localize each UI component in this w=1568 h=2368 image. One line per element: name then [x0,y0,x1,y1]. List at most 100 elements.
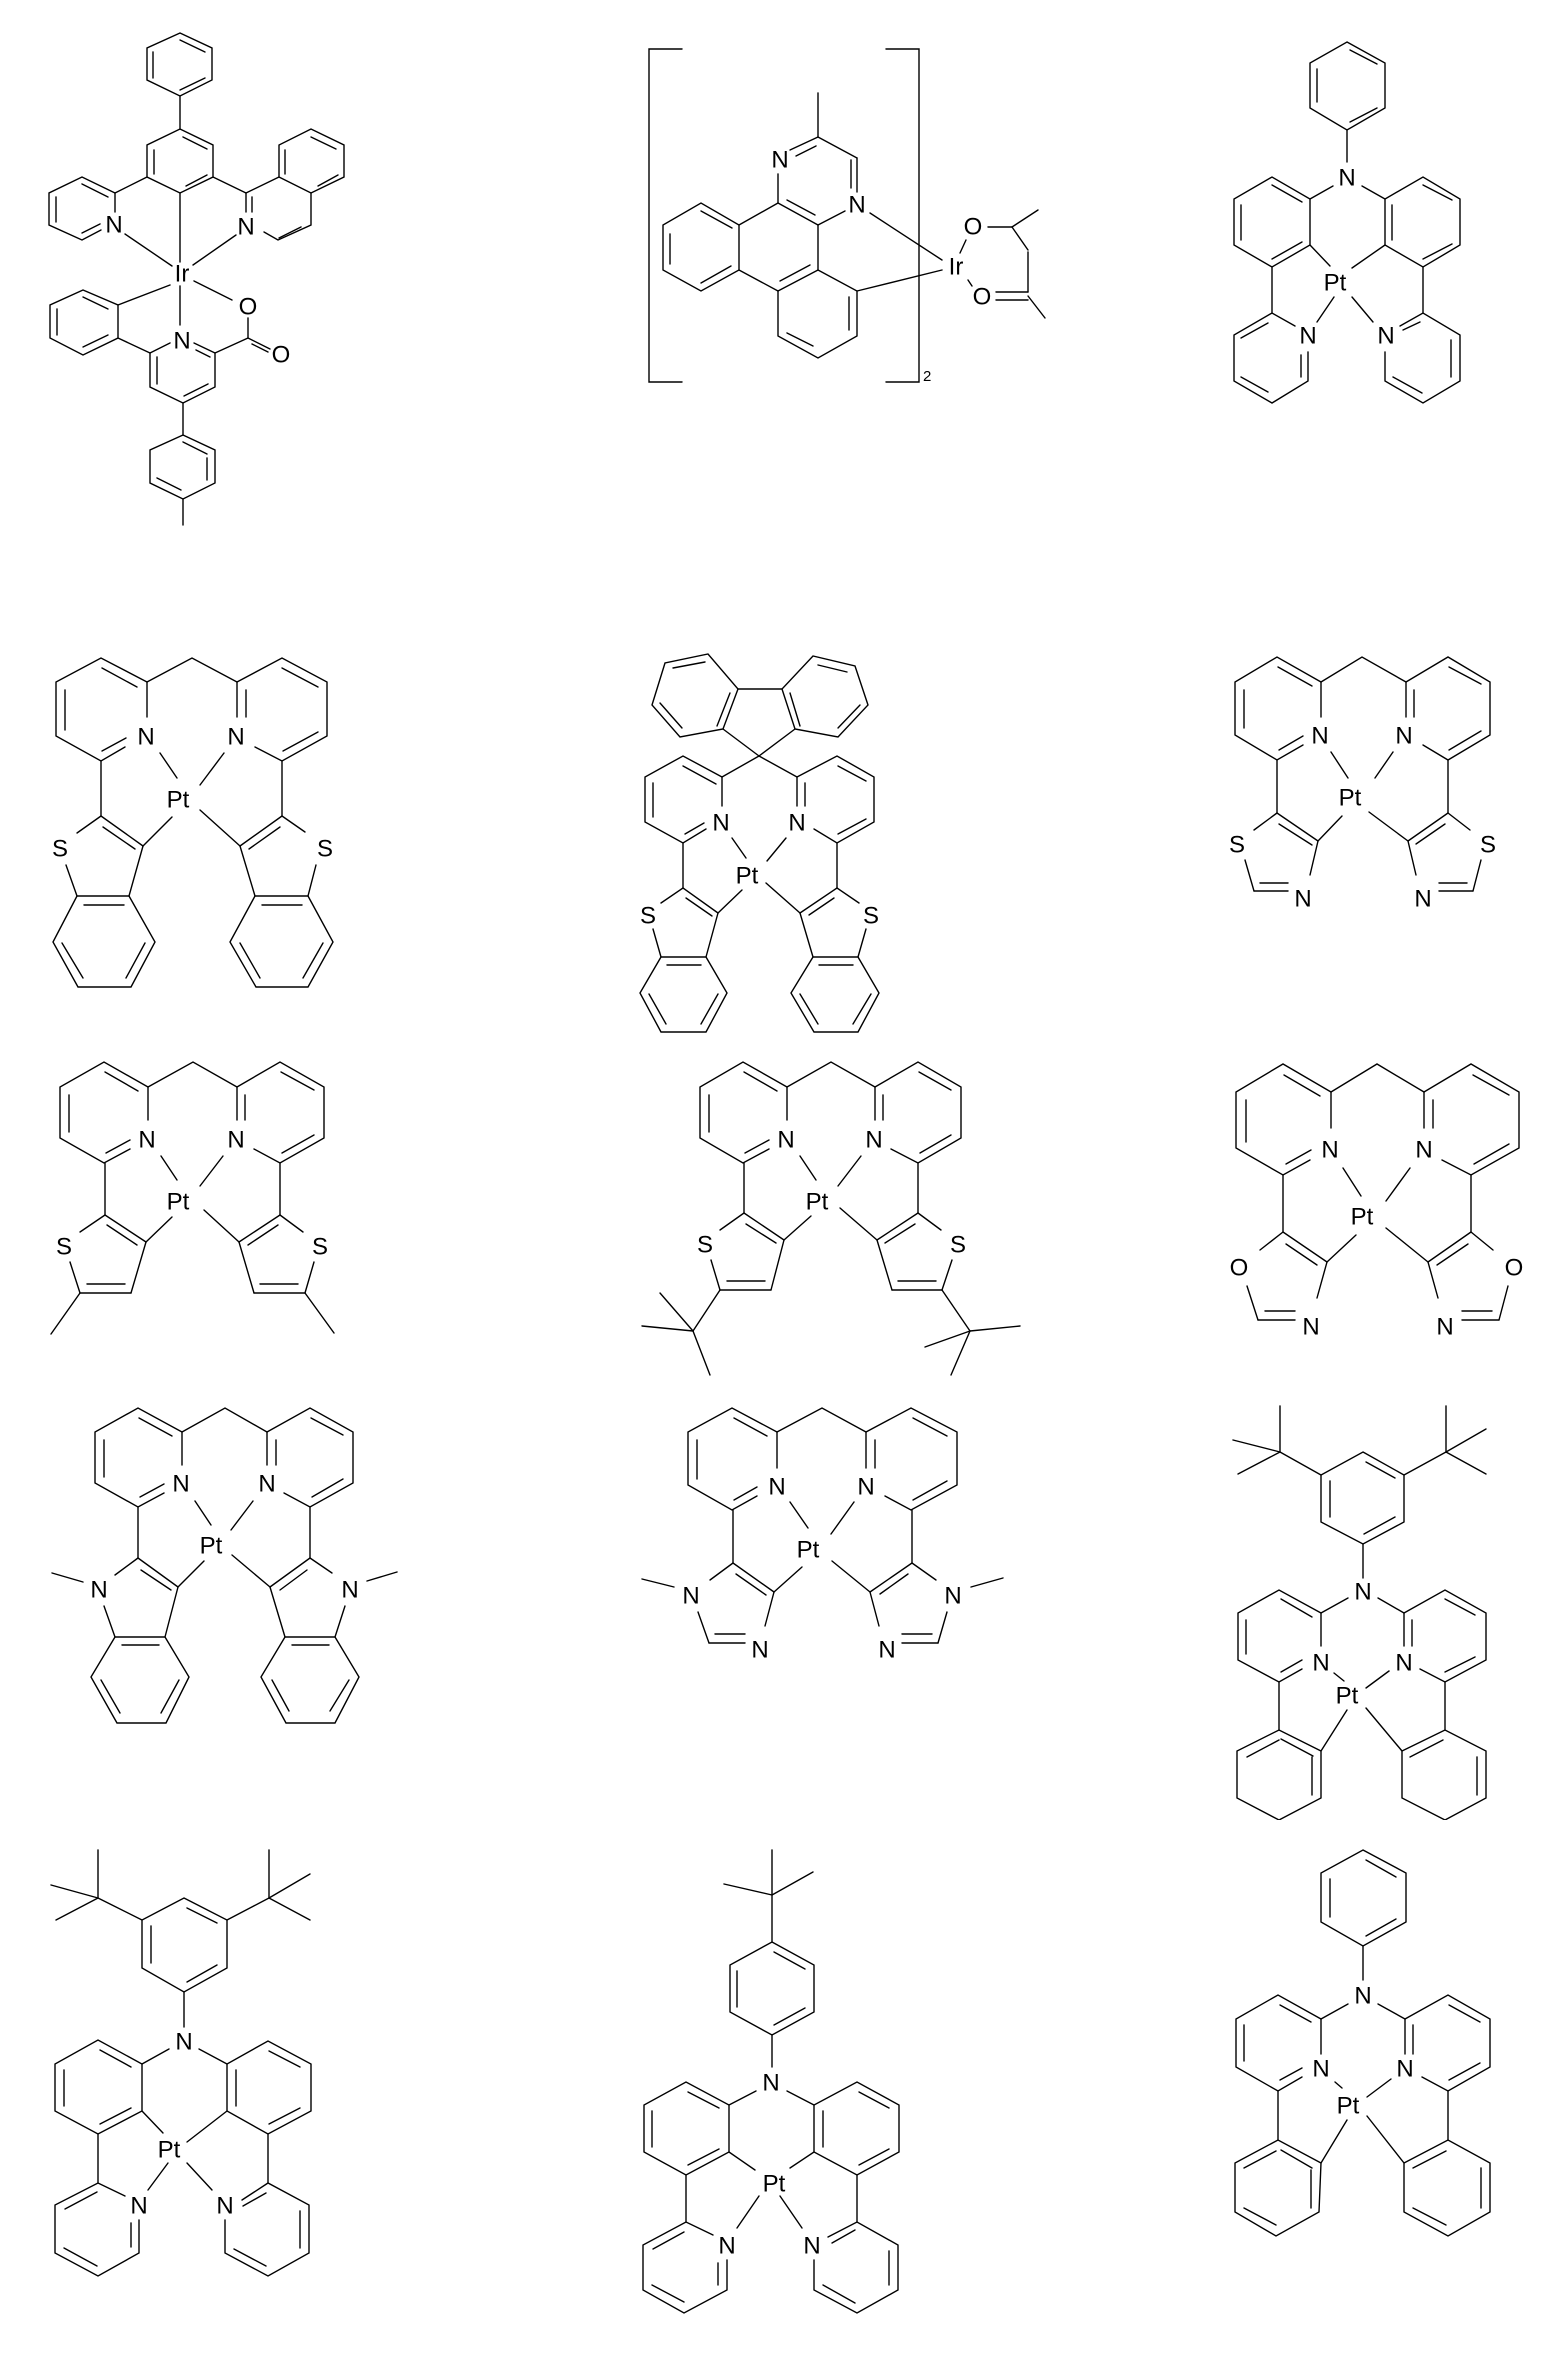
atom-n-bridge: N [1354,1579,1371,1606]
atom-n-right: N [1395,1650,1412,1677]
atom-s-right: S [312,1234,328,1261]
atom-s-left: S [697,1232,713,1259]
atom-o-single: O [239,294,258,321]
atom-o-double: O [272,342,291,369]
compound-9-pt-oxazole: N N Pt O N O N [1140,1040,1560,1380]
atom-n-ring-left: N [90,1577,107,1604]
compound-6-structure: N N Pt S N S N [1229,656,1496,913]
atom-n-left: N [718,2233,735,2260]
atom-s-left: S [56,1234,72,1261]
compound-6-pt-thiazole: N N Pt S N S N [1140,620,1560,1020]
compound-1-structure: N N Ir N O O [48,32,345,526]
atom-n-left: N [1312,2056,1329,2083]
compound-11-structure: N N Pt N N N N [641,1407,1004,1664]
compound-3-structure: N Pt N N [1233,41,1461,404]
atom-n-ring-right: N [1436,1314,1453,1341]
atom-n-left: N [768,1474,785,1501]
compound-11-pt-methylimidazole: N N Pt N N N N [600,1380,1040,1680]
atom-pt: Pt [167,787,190,814]
atom-s-right: S [863,903,879,930]
atom-n-bridge: N [1354,1983,1371,2010]
compound-14-structure: N Pt N N [642,1849,900,2314]
compound-7-structure: N N Pt S S [50,1061,335,1335]
atom-n-right: N [258,1471,275,1498]
atom-o-top: O [964,214,983,241]
atom-n-right: N [857,1474,874,1501]
atom-n-right: N [1396,2056,1413,2083]
atom-ir: Ir [175,261,190,288]
atom-n-right: N [227,724,244,751]
atom-n-ring-right: N [1414,886,1431,913]
atom-o-bottom: O [973,284,992,311]
atom-n-left: N [712,810,729,837]
compound-2-ir-acac-complex: 2 N N Ir O O [600,20,1060,420]
atom-pt: Pt [1324,270,1347,297]
compound-1-ir-complex: N N Ir N O O [0,0,520,620]
atom-n-right: N [1395,723,1412,750]
atom-s-right: S [1480,832,1496,859]
subscript-2: 2 [923,368,931,385]
atom-n-right: N [227,1127,244,1154]
atom-n-methyl-left: N [682,1583,699,1610]
atom-n-right: N [216,2193,233,2220]
atom-n-left: N [1321,1137,1338,1164]
atom-n-bridge: N [1338,165,1355,192]
atom-n-right: N [237,214,254,241]
atom-n-left: N [1299,323,1316,350]
compound-4-structure: N N Pt S S [52,657,334,988]
compound-12-pt-ditbuphenyl-dipyridylamine: N N N Pt [1140,1380,1560,1820]
compound-8-pt-tbutylthiophene: N N Pt S S [600,1040,1040,1380]
compound-14-pt-tbuphenyl: N Pt N N [600,1820,1040,2368]
compound-5-pt-spirofluorene: N N Pt S S [560,620,1020,1040]
compound-13-structure: N Pt N N [50,1849,312,2277]
compound-9-structure: N N Pt O N O N [1230,1063,1524,1341]
bracket-left [648,48,683,383]
compound-10-structure: N N Pt N N [51,1407,398,1724]
atom-n-left: N [137,724,154,751]
atom-n-top: N [771,147,788,174]
compound-3-pt-complex: N Pt N N [1140,0,1560,420]
bracket-right [885,48,920,383]
atom-n-ring-right: N [341,1577,358,1604]
atom-n-left: N [105,212,122,239]
atom-pt: Pt [1336,1683,1359,1710]
atom-n-ring-left: N [1302,1314,1319,1341]
atom-pt: Pt [1339,785,1362,812]
atom-pt: Pt [736,863,759,890]
atom-n-right: N [1377,323,1394,350]
atom-n-right: N [1415,1137,1432,1164]
atom-n-bridge: N [762,2070,779,2097]
atom-n-right: N [865,1127,882,1154]
atom-n-ring-left: N [1294,886,1311,913]
atom-n-left: N [1311,723,1328,750]
atom-o-left: O [1230,1255,1249,1282]
compound-15-structure: N N N Pt [1234,1849,1491,2237]
atom-n-ring-right: N [878,1637,895,1664]
atom-pt: Pt [763,2171,786,2198]
atom-n-bridge: N [175,2029,192,2056]
atom-pt: Pt [797,1537,820,1564]
atom-n-right: N [803,2233,820,2260]
atom-o-right: O [1505,1255,1524,1282]
atom-s-right: S [950,1232,966,1259]
atom-pt: Pt [200,1533,223,1560]
atom-pt: Pt [158,2137,181,2164]
atom-n-methyl-right: N [944,1583,961,1610]
compound-4-pt-benzothiophene: N N Pt S S [0,620,520,1040]
atom-n-left: N [777,1127,794,1154]
atom-n-left: N [138,1127,155,1154]
atom-pt: Pt [1351,1204,1374,1231]
compound-8-structure: N N Pt S S [641,1061,1021,1376]
compound-2-structure: 2 N N Ir O O [648,48,1046,385]
atom-pt: Pt [167,1189,190,1216]
atom-s-right: S [317,836,333,863]
compound-7-pt-methylthiophene: N N Pt S S [0,1040,520,1380]
atom-n-right: N [788,810,805,837]
atom-n-left: N [130,2193,147,2220]
compound-13-pt-ditbuphenyl-carbazole-type: N Pt N N [0,1820,520,2368]
atom-s-left: S [52,836,68,863]
compound-15-pt-phenyl-dipyridylamine: N N N Pt [1140,1820,1560,2368]
compound-12-structure: N N N Pt [1232,1405,1487,1820]
atom-pt: Pt [1337,2093,1360,2120]
atom-s-left: S [1229,832,1245,859]
